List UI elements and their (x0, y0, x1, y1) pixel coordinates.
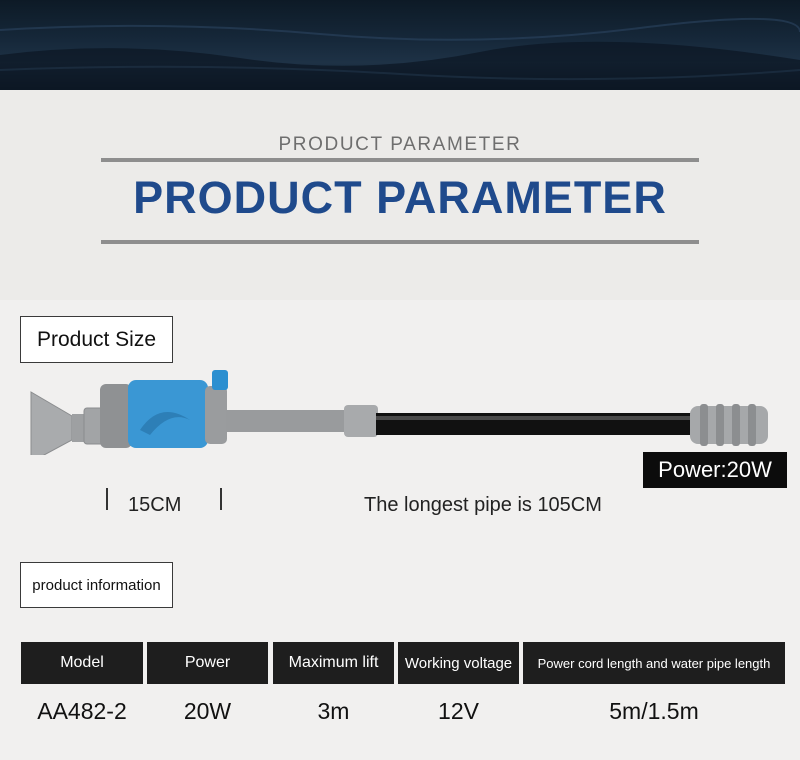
table-cell-voltage: 12V (438, 697, 479, 724)
switch-knob (212, 370, 228, 390)
header-section (0, 90, 800, 300)
power-tag: Power:20W (643, 452, 787, 488)
table-cell-cord-length: 5m/1.5m (609, 697, 699, 724)
dimension-tick-right (220, 488, 222, 510)
dimension-tick-left (106, 488, 108, 510)
pump-illustration (30, 370, 768, 455)
table-cell-power: 20W (183, 697, 232, 724)
connector-ring (72, 414, 84, 442)
table-header-cord-length: Power cord length and water pipe length (523, 642, 785, 684)
table-cell-max-lift: 3m (317, 697, 350, 724)
pump-rear-cap (100, 384, 132, 448)
table-header-model: Model (21, 642, 143, 684)
pipe-coupling (226, 410, 344, 432)
table-cell-model: AA482-2 (37, 697, 127, 724)
product-size-label: Product Size (20, 316, 173, 363)
table-header-voltage: Working voltage (398, 642, 519, 684)
short-dimension: 15CM (128, 494, 182, 516)
middle-joint (344, 405, 378, 437)
section-title: PRODUCT PARAMETER (133, 172, 667, 223)
section-subtitle: PRODUCT PARAMETER (278, 134, 522, 155)
funnel-nozzle (30, 391, 73, 455)
long-dimension: The longest pipe is 105CM (364, 494, 602, 516)
table-header-power: Power (147, 642, 268, 684)
bottom-divider (101, 240, 699, 244)
grip-handle (690, 404, 768, 446)
pump-front-cap (205, 386, 227, 444)
product-info-label: product information (20, 562, 173, 608)
table-header-max-lift: Maximum lift (273, 642, 394, 684)
top-divider (101, 158, 699, 162)
header-banner-image (0, 0, 800, 90)
